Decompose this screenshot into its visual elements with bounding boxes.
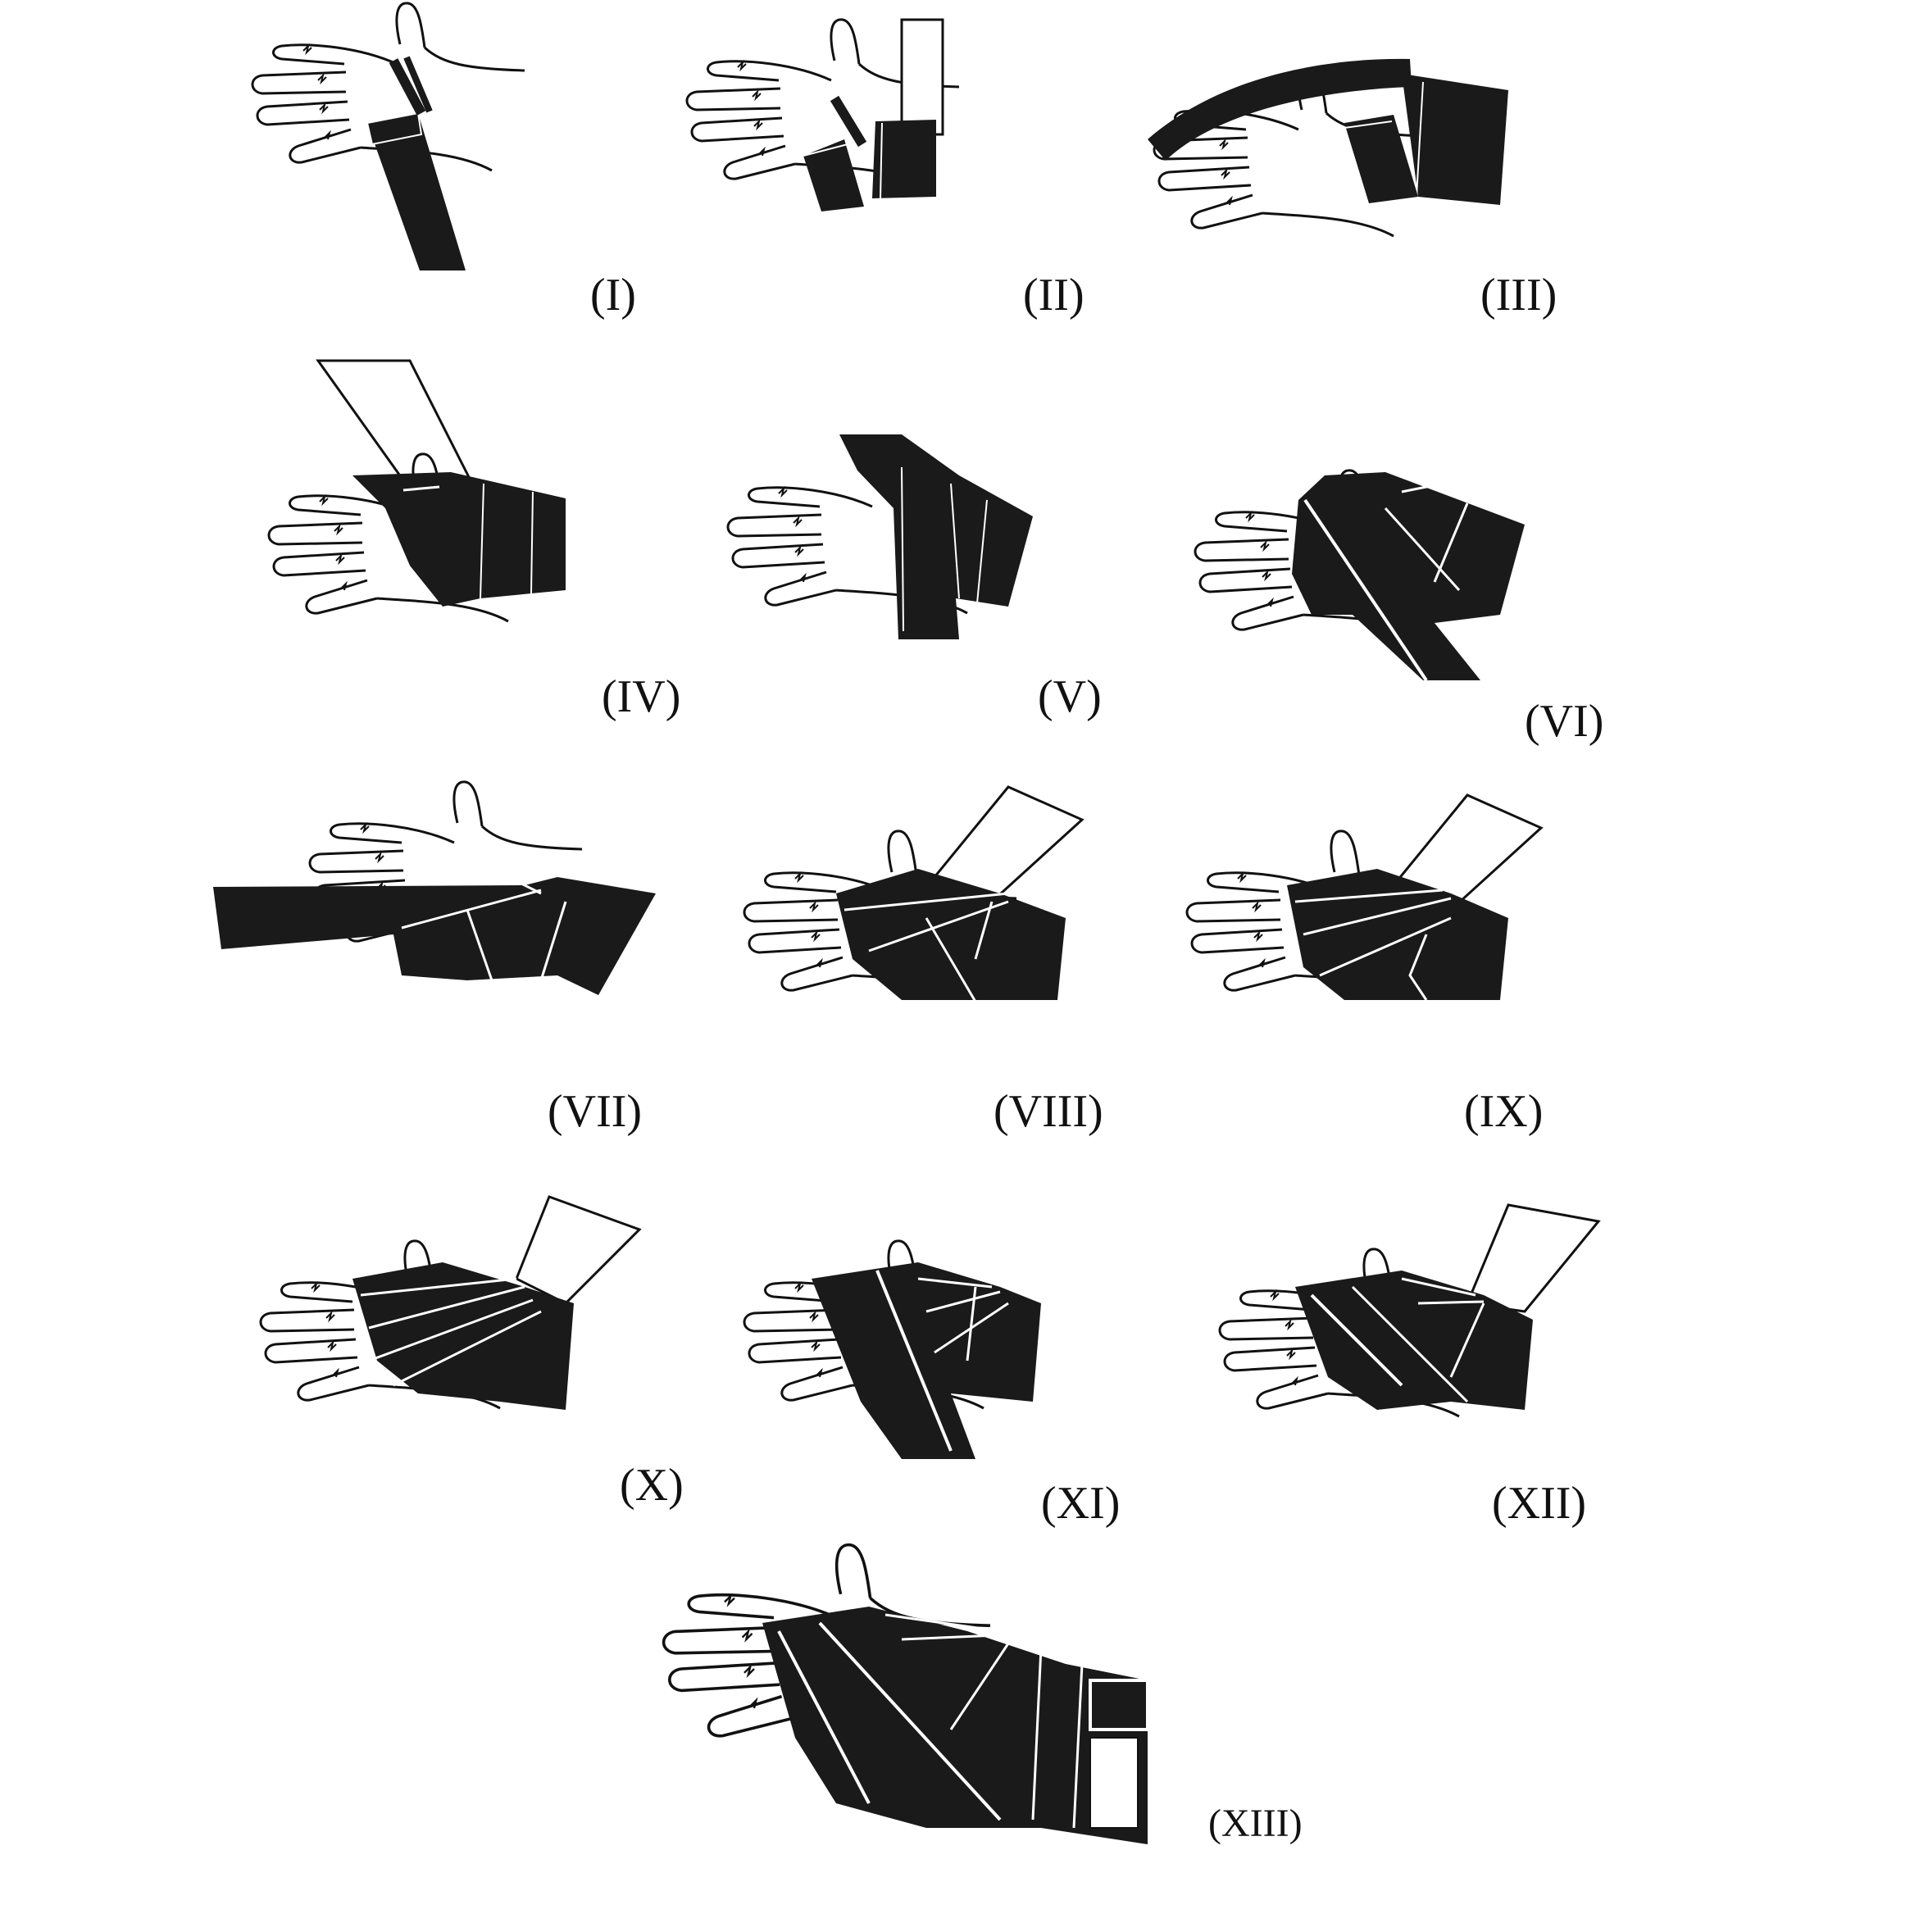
step-10-figure bbox=[259, 1195, 642, 1410]
step-9-figure bbox=[1185, 793, 1544, 1001]
step-label-5: (V) bbox=[1038, 671, 1102, 722]
wrap-tail-icon bbox=[1148, 58, 1412, 161]
step-4-figure bbox=[267, 359, 566, 623]
step-11-figure bbox=[743, 1239, 1041, 1459]
step-2-figure bbox=[685, 18, 961, 211]
hand-wrap-icon bbox=[366, 56, 466, 270]
step-label-6: (VI) bbox=[1525, 696, 1603, 747]
step-label-12: (XII) bbox=[1492, 1478, 1586, 1529]
step-13-figure bbox=[662, 1543, 1149, 1844]
step-6-figure bbox=[1194, 469, 1525, 682]
step-label-11: (XI) bbox=[1041, 1478, 1120, 1529]
step-label-13: (XIII) bbox=[1208, 1802, 1303, 1845]
step-label-8: (VIII) bbox=[994, 1086, 1103, 1137]
step-label-1: (I) bbox=[590, 270, 636, 320]
step-3-figure bbox=[1148, 58, 1508, 238]
step-12-figure bbox=[1218, 1203, 1601, 1418]
step-label-2: (II) bbox=[1023, 270, 1084, 320]
step-label-10: (X) bbox=[620, 1460, 684, 1511]
step-label-3: (III) bbox=[1480, 270, 1557, 320]
step-7-figure bbox=[213, 780, 656, 995]
step-label-7: (VII) bbox=[548, 1086, 642, 1137]
step-8-figure bbox=[743, 785, 1084, 1002]
step-label-9: (IX) bbox=[1464, 1086, 1543, 1137]
step-1-figure bbox=[251, 2, 526, 270]
step-label-4: (IV) bbox=[602, 671, 680, 722]
step-5-figure bbox=[726, 434, 1033, 639]
